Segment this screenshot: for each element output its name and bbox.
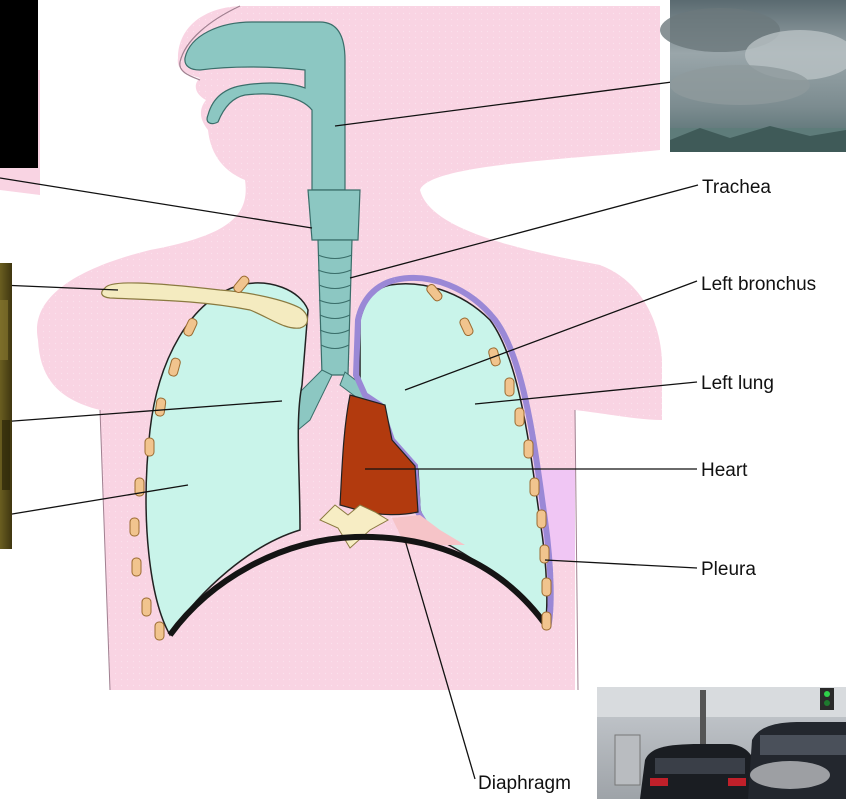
overlay-traffic-exhaust-photo [597, 687, 846, 799]
black-rectangle [0, 0, 38, 168]
overlay-top-left [0, 0, 38, 168]
larynx [308, 190, 360, 240]
overlay-olive-photo-strip [0, 263, 12, 549]
label-heart: Heart [701, 460, 748, 481]
label-trachea: Trachea [702, 177, 771, 198]
label-pleura: Pleura [701, 559, 756, 580]
label-diaphragm: Diaphragm [478, 773, 571, 794]
label-left-lung: Left lung [701, 373, 774, 394]
label-left-bronchus: Left bronchus [701, 274, 816, 295]
overlay-stormy-sky-photo [660, 0, 846, 152]
skin-texture [40, 6, 662, 690]
trachea-tube [318, 240, 352, 375]
